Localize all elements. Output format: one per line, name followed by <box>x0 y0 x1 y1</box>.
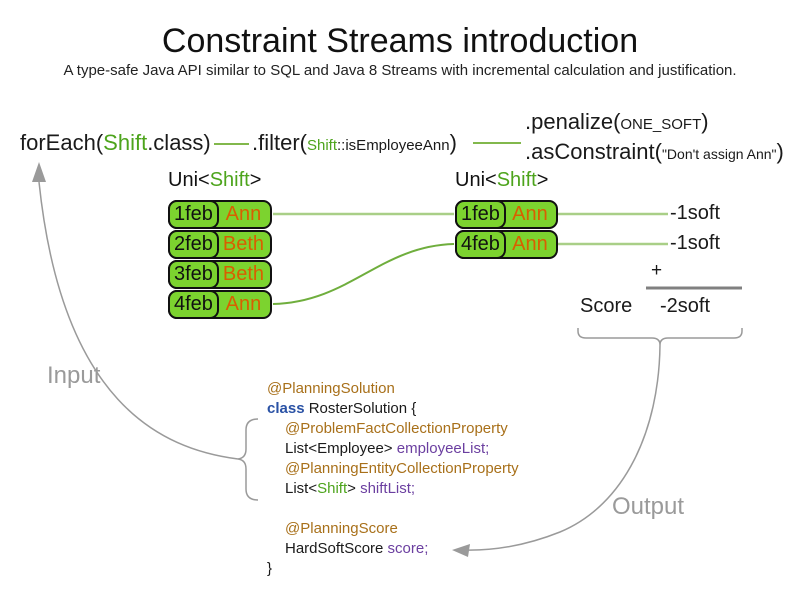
shift-employee-cell: Ann <box>512 203 548 225</box>
asconstraint-post: ) <box>776 139 784 164</box>
filter-expression: .filter(Shift::isEmployeeAnn) <box>252 130 457 156</box>
uni-shift-label-left: Uni<Shift> <box>168 169 261 192</box>
code-class-name: RosterSolution { <box>304 400 417 417</box>
match-weight-1: -1soft <box>670 202 721 224</box>
code-score-var: score; <box>387 540 429 557</box>
output-label: Output <box>612 493 685 520</box>
shift-employee-cell: Ann <box>225 293 262 315</box>
filter-type: Shift <box>307 137 338 154</box>
uni-shift-label-right: Uni<Shift> <box>455 169 548 192</box>
uni-right-pre: Uni< <box>455 169 497 191</box>
code-score-field: HardSoftScore score; <box>267 539 519 559</box>
code-shift-var: shiftList; <box>360 480 416 497</box>
code-annotation-problem-fact: @ProblemFactCollectionProperty <box>285 420 508 437</box>
uni-right-post: > <box>536 169 549 191</box>
uni-right-type: Shift <box>496 169 537 191</box>
code-employee-var: employeeList; <box>396 440 490 457</box>
code-shift-post: > <box>347 480 361 497</box>
code-annotation-planning-entity: @PlanningEntityCollectionProperty <box>285 460 519 477</box>
code-score-type: HardSoftScore <box>285 540 388 557</box>
output-arrowhead-icon <box>452 544 470 557</box>
shift-employee-cell: Beth <box>222 233 265 255</box>
code-annotation-planning-score: @PlanningScore <box>285 520 398 537</box>
code-brace <box>237 418 259 501</box>
page-subtitle: A type-safe Java API similar to SQL and … <box>63 62 737 79</box>
penalize-expression: .penalize(ONE_SOFT) <box>525 109 709 135</box>
shift-row-3feb-beth: 3feb Beth <box>168 260 272 289</box>
filter-pre: .filter( <box>252 130 307 155</box>
code-blank-line <box>267 499 519 519</box>
shift-date: 1feb <box>174 203 213 225</box>
shift-date-cell: 1feb <box>455 200 506 229</box>
input-label: Input <box>47 362 101 389</box>
shift-date: 4feb <box>174 293 213 315</box>
page-title: Constraint Streams introduction <box>161 22 639 60</box>
shift-date-cell: 4feb <box>168 290 219 319</box>
code-class-keyword: class <box>267 400 305 417</box>
code-block: @PlanningSolution class RosterSolution {… <box>267 379 519 579</box>
foreach-expression: forEach(Shift.class) <box>20 130 211 156</box>
uni-left-pre: Uni< <box>168 169 210 191</box>
code-shift-pre: List< <box>285 480 318 497</box>
filtered-row-4feb-ann: 4feb Ann <box>455 230 558 259</box>
penalize-pre: .penalize( <box>525 109 621 134</box>
asconstraint-pre: .asConstraint( <box>525 139 662 164</box>
shift-date: 4feb <box>461 233 500 255</box>
shift-employee-cell: Beth <box>222 263 265 285</box>
plus-sign: + <box>651 260 663 281</box>
score-underbrace <box>577 328 743 346</box>
foreach-post: .class) <box>147 130 211 155</box>
filtered-row-1feb-ann: 1feb Ann <box>455 200 558 229</box>
shift-date-cell: 2feb <box>168 230 219 259</box>
shift-date: 1feb <box>461 203 500 225</box>
code-shift-list-field: List<Shift> shiftList; <box>267 479 519 499</box>
asconstraint-expression: .asConstraint("Don't assign Ann") <box>525 139 784 165</box>
score-label: Score <box>580 295 633 317</box>
code-class-declaration: class RosterSolution { <box>267 399 519 419</box>
shift-employee-cell: Ann <box>225 203 262 225</box>
shift-date-cell: 3feb <box>168 260 219 289</box>
shift-row-4feb-ann: 4feb Ann <box>168 290 272 319</box>
filter-post: ) <box>449 130 457 155</box>
score-total: -2soft <box>660 295 711 317</box>
foreach-pre: forEach( <box>20 130 104 155</box>
penalize-arg: ONE_SOFT <box>620 116 702 133</box>
foreach-type: Shift <box>103 130 148 155</box>
code-annotation-planning-solution: @PlanningSolution <box>267 380 395 397</box>
shift-employee-cell: Ann <box>512 233 548 255</box>
shift-row-2feb-beth: 2feb Beth <box>168 230 272 259</box>
input-arrowhead-icon <box>32 162 46 182</box>
shift-row-1feb-ann: 1feb Ann <box>168 200 272 229</box>
stream-connector-4feb <box>272 243 455 305</box>
code-closing-brace: } <box>267 560 273 577</box>
code-shift-type: Shift <box>317 480 348 497</box>
uni-left-type: Shift <box>209 169 250 191</box>
uni-left-post: > <box>249 169 262 191</box>
code-employee-list-field: List<Employee> employeeList; <box>267 439 519 459</box>
asconstraint-arg: "Don't assign Ann" <box>661 146 777 162</box>
input-arrow-curve <box>38 181 239 460</box>
shift-date-cell: 1feb <box>168 200 219 229</box>
output-arrow-curve <box>461 344 661 551</box>
shift-date: 2feb <box>174 233 213 255</box>
code-employee-type: List<Employee> <box>285 440 397 457</box>
penalize-post: ) <box>701 109 709 134</box>
filter-method: ::isEmployeeAnn <box>337 137 450 154</box>
shift-date: 3feb <box>174 263 213 285</box>
match-weight-2: -1soft <box>670 232 721 254</box>
shift-date-cell: 4feb <box>455 230 506 259</box>
